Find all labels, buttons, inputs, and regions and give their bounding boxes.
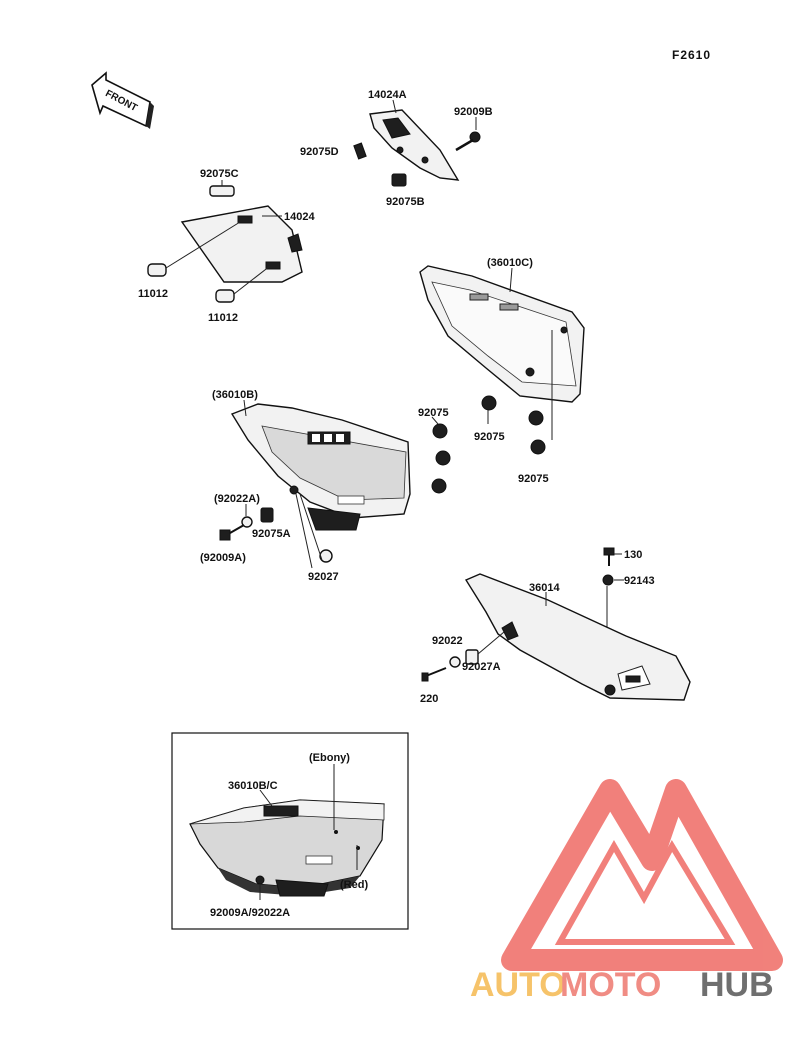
label-92027: 92027 xyxy=(308,571,339,583)
label-130: 130 xyxy=(624,549,642,561)
label-92075C: 92075C xyxy=(200,168,239,180)
side-cover-36010B xyxy=(230,403,411,531)
label-92143: 92143 xyxy=(624,575,655,587)
grommet-92075B xyxy=(391,173,407,187)
label-92009A: (92009A) xyxy=(200,552,246,564)
grommet-92075D xyxy=(353,142,367,160)
label-11012-lower: 11012 xyxy=(208,312,238,324)
label-92027A: 92027A xyxy=(462,661,501,673)
automotohub-logo xyxy=(501,779,783,971)
collar-92027A xyxy=(465,649,479,665)
label-92009B: 92009B xyxy=(454,106,493,118)
bolt-92009B xyxy=(455,131,481,152)
inset-label-fasteners: 92009A/92022A xyxy=(210,907,290,919)
color-variant-inset xyxy=(171,732,409,930)
washer-92143 xyxy=(602,574,614,586)
front-arrow-icon: FRONT xyxy=(91,71,154,129)
clip-11012-lower xyxy=(215,265,271,303)
inset-label-red: (Red) xyxy=(340,879,368,891)
label-36010C: (36010C) xyxy=(487,257,533,269)
label-14024: 14024 xyxy=(284,211,315,223)
label-92075-top: 92075 xyxy=(418,407,449,419)
clip-11012-upper xyxy=(147,221,241,277)
watermark-hub: HUB xyxy=(700,966,774,1004)
bracket-14024 xyxy=(180,205,303,283)
watermark-auto: AUTO xyxy=(470,966,566,1004)
grommet-92075C xyxy=(209,185,235,197)
chain-cover-36014 xyxy=(464,573,691,701)
label-92075A: 92075A xyxy=(252,528,291,540)
bolt-220 xyxy=(421,667,447,682)
bracket-14024A xyxy=(369,109,460,181)
watermark-wordmark: AUTO MOTO HUB xyxy=(470,966,774,1004)
grommet-92075A xyxy=(260,507,274,523)
label-36014: 36014 xyxy=(529,582,560,594)
label-220: 220 xyxy=(420,693,438,705)
washer-92022A xyxy=(241,516,253,528)
side-cover-36010C xyxy=(419,265,585,403)
collar-92027 xyxy=(319,549,333,563)
label-14024A: 14024A xyxy=(368,89,407,101)
grommets-36010B xyxy=(431,423,451,494)
diagram-code: F2610 xyxy=(672,48,711,62)
label-92075-mid: 92075 xyxy=(474,431,505,443)
grommets-36010C xyxy=(481,395,546,455)
label-92075D: 92075D xyxy=(300,146,339,158)
inset-label-ebony: (Ebony) xyxy=(309,752,350,764)
washer-92022 xyxy=(449,656,461,668)
label-92075B: 92075B xyxy=(386,196,425,208)
inset-label-part: 36010B/C xyxy=(228,780,278,792)
watermark-moto: MOTO xyxy=(560,966,661,1004)
label-92022A: (92022A) xyxy=(214,493,260,505)
label-11012-upper: 11012 xyxy=(138,288,168,300)
bolt-130 xyxy=(603,547,615,566)
screw-92009A xyxy=(219,524,245,541)
label-36010B: (36010B) xyxy=(212,389,258,401)
label-92075-right: 92075 xyxy=(518,473,549,485)
label-92022: 92022 xyxy=(432,635,463,647)
